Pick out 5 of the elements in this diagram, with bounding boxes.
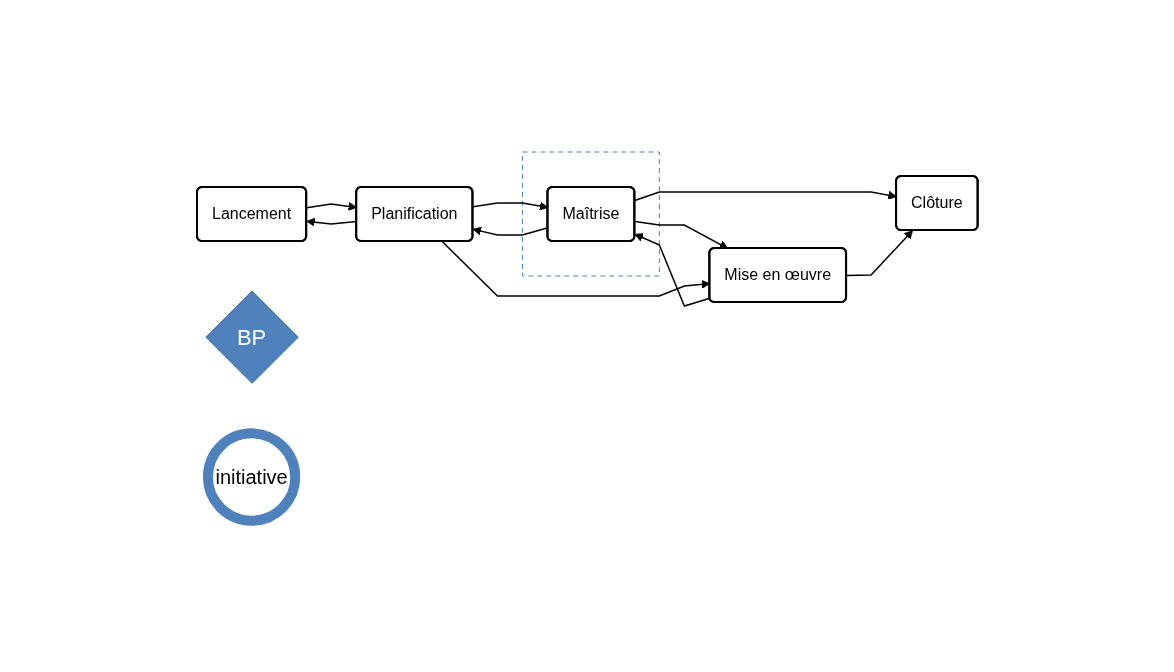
node-circle: initiative	[202, 428, 300, 526]
arrow	[845, 229, 913, 276]
cluster	[521, 151, 660, 277]
arrow	[441, 240, 710, 297]
node-diamond: BP	[205, 290, 299, 384]
